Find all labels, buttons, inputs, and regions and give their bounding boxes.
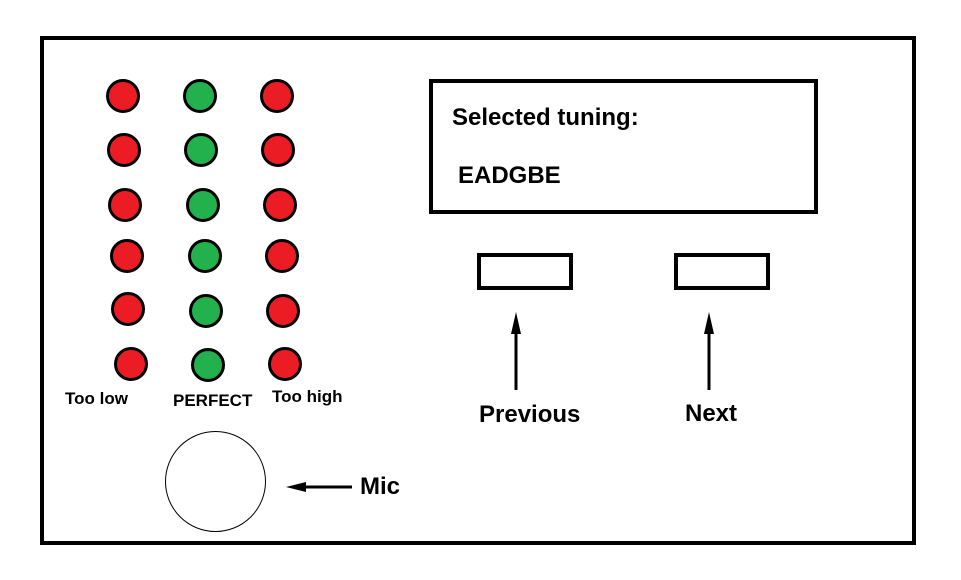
next-arrow-icon — [704, 312, 714, 390]
led-too-low-1 — [106, 79, 140, 113]
led-too-high-5 — [266, 294, 300, 328]
perfect-label: PERFECT — [173, 391, 253, 410]
selected-tuning-value: EADGBE — [458, 162, 561, 189]
next-button[interactable] — [674, 253, 770, 290]
previous-button[interactable] — [477, 253, 573, 290]
mic-label: Mic — [360, 473, 401, 500]
led-perfect-3 — [186, 188, 220, 222]
previous-label: Previous — [479, 401, 581, 428]
tuning-display: Selected tuning: EADGBE — [429, 79, 818, 214]
led-too-low-4 — [110, 239, 144, 273]
led-too-high-3 — [263, 188, 297, 222]
led-too-low-5 — [111, 292, 145, 326]
led-too-high-1 — [260, 79, 294, 113]
too-low-label: Too low — [65, 389, 128, 408]
led-perfect-5 — [189, 294, 223, 328]
led-too-low-3 — [108, 188, 142, 222]
led-too-low-2 — [107, 133, 141, 167]
led-too-high-6 — [268, 347, 302, 381]
led-perfect-1 — [183, 79, 217, 113]
led-perfect-2 — [184, 133, 218, 167]
previous-arrow-icon — [511, 312, 521, 390]
led-perfect-6 — [191, 348, 225, 382]
too-high-label: Too high — [272, 387, 343, 406]
led-too-high-4 — [265, 239, 299, 273]
led-perfect-4 — [188, 239, 222, 273]
next-label: Next — [685, 400, 738, 427]
led-too-low-6 — [114, 347, 148, 381]
led-too-high-2 — [261, 133, 295, 167]
microphone — [165, 431, 266, 532]
mic-arrow-icon — [286, 482, 352, 492]
display-title: Selected tuning: — [452, 104, 639, 131]
